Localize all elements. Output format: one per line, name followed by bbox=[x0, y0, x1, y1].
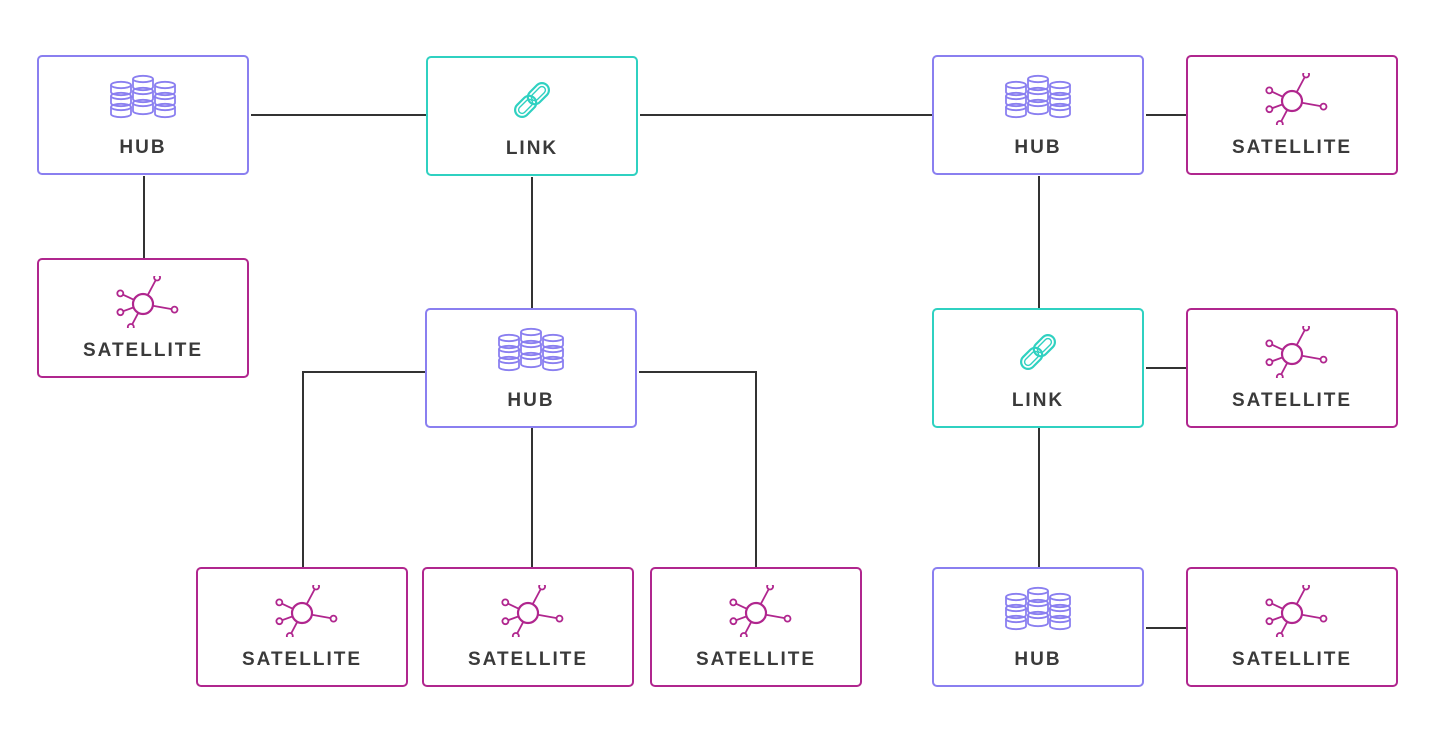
connector-hub-2-satellite-2 bbox=[302, 371, 425, 567]
satellite-node-icon bbox=[275, 585, 338, 637]
hub-node-1-label: HUB bbox=[119, 137, 167, 158]
link-node-2[interactable]: LINK bbox=[932, 308, 1144, 428]
hub-node-2[interactable]: HUB bbox=[425, 308, 637, 428]
hub-node-4-label: HUB bbox=[1014, 649, 1062, 670]
satellite-node-icon bbox=[1265, 585, 1328, 637]
connector-hub-2-satellite-4 bbox=[639, 371, 757, 567]
satellite-node-4-label: SATELLITE bbox=[695, 649, 817, 670]
satellite-node-7-label: SATELLITE bbox=[1231, 649, 1353, 670]
chain-link-icon bbox=[1020, 334, 1056, 370]
satellite-node-4[interactable]: SATELLITE bbox=[650, 567, 862, 687]
hub-node-1[interactable]: HUB bbox=[37, 55, 249, 175]
satellite-node-6-label: SATELLITE bbox=[1231, 390, 1353, 411]
database-cluster-icon bbox=[1005, 74, 1071, 119]
satellite-node-7[interactable]: SATELLITE bbox=[1186, 567, 1398, 687]
satellite-node-icon bbox=[729, 585, 792, 637]
satellite-node-3-label: SATELLITE bbox=[467, 649, 589, 670]
satellite-node-icon bbox=[116, 276, 179, 328]
satellite-node-icon bbox=[501, 585, 564, 637]
satellite-node-3[interactable]: SATELLITE bbox=[422, 567, 634, 687]
database-cluster-icon bbox=[110, 74, 176, 119]
hub-node-4[interactable]: HUB bbox=[932, 567, 1144, 687]
hub-node-2-label: HUB bbox=[507, 390, 555, 411]
link-node-1[interactable]: LINK bbox=[426, 56, 638, 176]
satellite-node-1[interactable]: SATELLITE bbox=[37, 258, 249, 378]
satellite-node-1-label: SATELLITE bbox=[82, 340, 204, 361]
database-cluster-icon bbox=[498, 327, 564, 372]
hub-node-3[interactable]: HUB bbox=[932, 55, 1144, 175]
satellite-node-6[interactable]: SATELLITE bbox=[1186, 308, 1398, 428]
satellite-node-2[interactable]: SATELLITE bbox=[196, 567, 408, 687]
link-node-1-label: LINK bbox=[505, 138, 559, 159]
link-node-2-label: LINK bbox=[1011, 390, 1065, 411]
satellite-node-icon bbox=[1265, 73, 1328, 125]
satellite-node-icon bbox=[1265, 326, 1328, 378]
satellite-node-2-label: SATELLITE bbox=[241, 649, 363, 670]
hub-node-3-label: HUB bbox=[1014, 137, 1062, 158]
database-cluster-icon bbox=[1005, 586, 1071, 631]
satellite-node-5-label: SATELLITE bbox=[1231, 137, 1353, 158]
satellite-node-5[interactable]: SATELLITE bbox=[1186, 55, 1398, 175]
chain-link-icon bbox=[514, 82, 550, 118]
